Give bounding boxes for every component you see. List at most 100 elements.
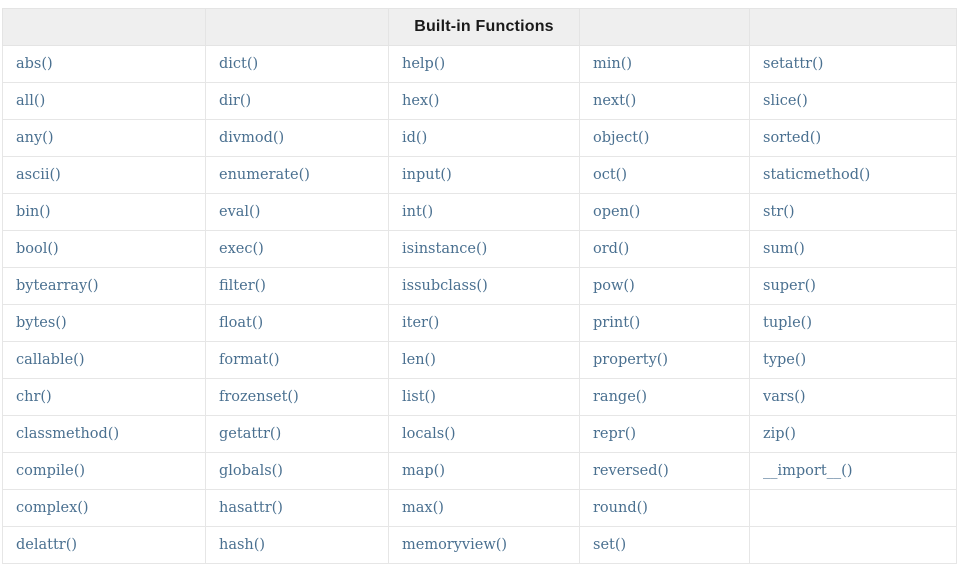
table-row: bytes() float() iter() print() tuple(): [2, 304, 957, 342]
function-name[interactable]: hasattr(): [219, 500, 283, 516]
function-name[interactable]: open(): [593, 204, 641, 220]
function-name[interactable]: ord(): [593, 241, 630, 257]
table-row: callable() format() len() property() type(): [2, 341, 957, 379]
function-name[interactable]: sum(): [763, 241, 805, 257]
function-name[interactable]: oct(): [593, 167, 627, 183]
table-row: compile() globals() map() reversed() __impor…: [2, 452, 957, 490]
function-name[interactable]: next(): [593, 93, 637, 109]
function-name[interactable]: filter(): [219, 278, 266, 294]
table-cell: super(): [749, 267, 957, 305]
table-header-row: Built-in Functions: [2, 8, 957, 46]
table-cell: pow(): [579, 267, 750, 305]
function-name[interactable]: print(): [593, 315, 641, 331]
table-row: complex() hasattr() max() round(): [2, 489, 957, 527]
header-cell-title: Built-in Functions: [388, 8, 580, 46]
table-cell: type(): [749, 341, 957, 379]
table-cell: format(): [205, 341, 389, 379]
function-name[interactable]: bool(): [16, 241, 59, 257]
function-name[interactable]: bytes(): [16, 315, 67, 331]
function-name[interactable]: hash(): [219, 537, 266, 553]
table-cell: hash(): [205, 526, 389, 564]
function-name[interactable]: max(): [402, 500, 444, 516]
function-name[interactable]: type(): [763, 352, 807, 368]
function-name[interactable]: staticmethod(): [763, 167, 871, 183]
function-name[interactable]: list(): [402, 389, 436, 405]
function-name[interactable]: frozenset(): [219, 389, 299, 405]
function-name[interactable]: delattr(): [16, 537, 78, 553]
function-name[interactable]: memoryview(): [402, 537, 508, 553]
function-name[interactable]: iter(): [402, 315, 440, 331]
function-name[interactable]: divmod(): [219, 130, 285, 146]
function-name[interactable]: sorted(): [763, 130, 822, 146]
function-name[interactable]: ascii(): [16, 167, 61, 183]
table-cell: frozenset(): [205, 378, 389, 416]
table-cell: bytearray(): [2, 267, 206, 305]
function-name[interactable]: all(): [16, 93, 46, 109]
function-name[interactable]: any(): [16, 130, 54, 146]
table-cell: exec(): [205, 230, 389, 268]
table-cell: delattr(): [2, 526, 206, 564]
table-cell: min(): [579, 45, 750, 83]
function-name[interactable]: range(): [593, 389, 648, 405]
function-name[interactable]: dict(): [219, 56, 259, 72]
function-name[interactable]: bin(): [16, 204, 51, 220]
function-name[interactable]: classmethod(): [16, 426, 120, 442]
function-name[interactable]: globals(): [219, 463, 283, 479]
table-cell: next(): [579, 82, 750, 120]
table-cell: input(): [388, 156, 580, 194]
function-name[interactable]: complex(): [16, 500, 89, 516]
function-name[interactable]: map(): [402, 463, 445, 479]
page-title: Built-in Functions: [414, 18, 554, 35]
function-name[interactable]: issubclass(): [402, 278, 488, 294]
function-name[interactable]: float(): [219, 315, 264, 331]
function-name[interactable]: reversed(): [593, 463, 669, 479]
function-name[interactable]: callable(): [16, 352, 85, 368]
function-name[interactable]: int(): [402, 204, 434, 220]
function-name[interactable]: object(): [593, 130, 650, 146]
function-name[interactable]: round(): [593, 500, 648, 516]
function-name[interactable]: dir(): [219, 93, 252, 109]
function-name[interactable]: vars(): [763, 389, 806, 405]
table-cell: [749, 526, 957, 564]
function-name[interactable]: slice(): [763, 93, 808, 109]
function-name[interactable]: isinstance(): [402, 241, 488, 257]
function-name[interactable]: repr(): [593, 426, 637, 442]
function-name[interactable]: locals(): [402, 426, 456, 442]
table-cell: object(): [579, 119, 750, 157]
function-name[interactable]: len(): [402, 352, 436, 368]
function-name[interactable]: setattr(): [763, 56, 824, 72]
header-cell-col4: [579, 8, 750, 46]
function-name[interactable]: tuple(): [763, 315, 812, 331]
function-name[interactable]: str(): [763, 204, 795, 220]
table-cell: list(): [388, 378, 580, 416]
table-cell: sum(): [749, 230, 957, 268]
table-cell: compile(): [2, 452, 206, 490]
function-name[interactable]: enumerate(): [219, 167, 310, 183]
function-name[interactable]: pow(): [593, 278, 635, 294]
function-name[interactable]: input(): [402, 167, 452, 183]
table-cell: classmethod(): [2, 415, 206, 453]
function-name[interactable]: abs(): [16, 56, 53, 72]
function-name[interactable]: chr(): [16, 389, 52, 405]
function-name[interactable]: __import__(): [763, 463, 853, 479]
function-name[interactable]: exec(): [219, 241, 264, 257]
function-name[interactable]: bytearray(): [16, 278, 99, 294]
function-name[interactable]: getattr(): [219, 426, 282, 442]
table-cell: round(): [579, 489, 750, 527]
function-name[interactable]: format(): [219, 352, 280, 368]
table-cell: locals(): [388, 415, 580, 453]
function-name[interactable]: property(): [593, 352, 669, 368]
table-cell: len(): [388, 341, 580, 379]
function-name[interactable]: set(): [593, 537, 627, 553]
function-name[interactable]: eval(): [219, 204, 261, 220]
table-cell: repr(): [579, 415, 750, 453]
function-name[interactable]: zip(): [763, 426, 796, 442]
table-cell: any(): [2, 119, 206, 157]
function-name[interactable]: super(): [763, 278, 816, 294]
function-name[interactable]: id(): [402, 130, 428, 146]
function-name[interactable]: hex(): [402, 93, 440, 109]
function-name[interactable]: compile(): [16, 463, 86, 479]
function-name[interactable]: min(): [593, 56, 633, 72]
function-name[interactable]: help(): [402, 56, 446, 72]
table-cell: print(): [579, 304, 750, 342]
